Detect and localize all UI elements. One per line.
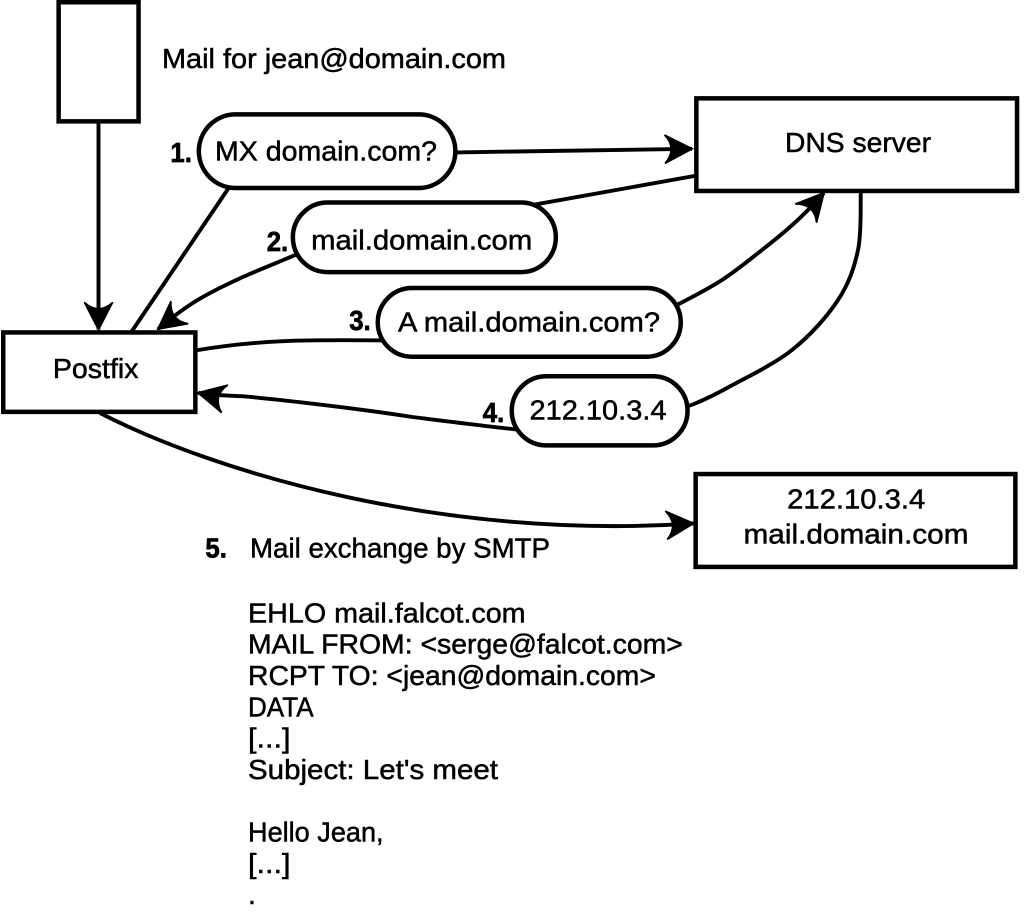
svg-text:MAIL FROM: <serge@falcot.com>: MAIL FROM: <serge@falcot.com> — [248, 629, 683, 660]
svg-text:DATA: DATA — [248, 691, 314, 722]
svg-text:Mail for jean@domain.com: Mail for jean@domain.com — [162, 43, 506, 74]
svg-text:Subject: Let's meet: Subject: Let's meet — [248, 754, 498, 785]
svg-text:Postfix: Postfix — [53, 353, 139, 384]
svg-text:MX domain.com?: MX domain.com? — [215, 136, 437, 167]
svg-text:5.: 5. — [205, 533, 227, 564]
svg-text:1.: 1. — [170, 137, 192, 168]
svg-text:4.: 4. — [483, 397, 505, 428]
svg-text:mail.domain.com: mail.domain.com — [311, 225, 532, 256]
svg-text:mail.domain.com: mail.domain.com — [744, 518, 969, 549]
svg-text:212.10.3.4: 212.10.3.4 — [787, 484, 925, 515]
svg-text:[...]: [...] — [248, 723, 291, 754]
svg-text:212.10.3.4: 212.10.3.4 — [530, 395, 667, 426]
svg-text:.: . — [248, 879, 256, 910]
svg-text:RCPT TO: <jean@domain.com>: RCPT TO: <jean@domain.com> — [248, 660, 656, 691]
svg-text:EHLO mail.falcot.com: EHLO mail.falcot.com — [248, 597, 526, 628]
svg-text:2.: 2. — [267, 226, 289, 257]
svg-text:Hello Jean,: Hello Jean, — [248, 817, 384, 848]
svg-text:DNS server: DNS server — [785, 127, 931, 158]
svg-text:3.: 3. — [349, 305, 371, 336]
svg-text:[...]: [...] — [248, 848, 291, 879]
svg-text:A mail.domain.com?: A mail.domain.com? — [398, 307, 660, 338]
svg-text:Mail exchange by SMTP: Mail exchange by SMTP — [250, 533, 550, 564]
